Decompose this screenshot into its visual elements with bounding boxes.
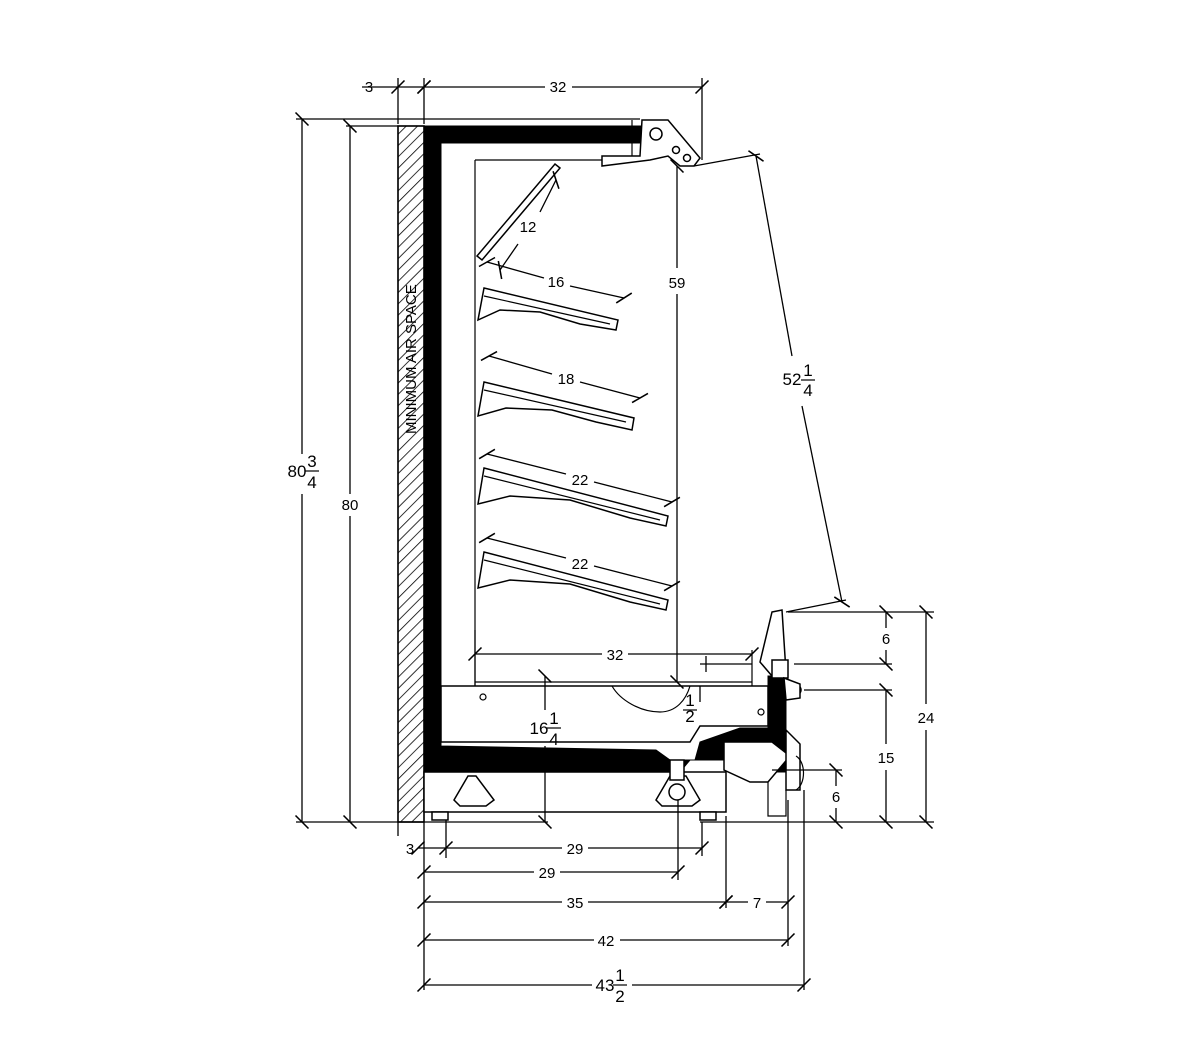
dim-overall-depth: 43 1 2 (596, 966, 627, 1006)
dim-top-depth: 32 (550, 79, 567, 96)
base-foot-left (453, 775, 496, 807)
dim-shelf-4: 22 (572, 556, 589, 573)
dim-top-wall-gap: 3 (365, 79, 373, 96)
wall-hatch (397, 125, 425, 823)
dim-deck-height: 16 1 4 (530, 709, 561, 749)
svg-text:1: 1 (615, 966, 624, 985)
svg-text:4: 4 (307, 473, 316, 492)
dim-base-42: 42 (598, 933, 615, 950)
svg-text:3: 3 (307, 452, 316, 471)
dim-overall-height-outer: 80 3 4 (288, 452, 319, 492)
case-back-wall (423, 125, 442, 747)
svg-text:52: 52 (783, 370, 802, 389)
shelf-3 (477, 467, 669, 527)
dim-interior-height: 59 (669, 275, 686, 292)
dim-base-29b: 29 (539, 865, 556, 882)
dim-shelf-top-angled: 12 (520, 219, 537, 236)
shelves (475, 162, 669, 611)
shelf-1 (476, 287, 619, 331)
svg-text:16: 16 (530, 719, 549, 738)
svg-text:2: 2 (685, 707, 694, 726)
case-body (423, 125, 787, 773)
dim-shelf-2: 18 (558, 371, 575, 388)
dim-front-opening: 52 1 4 (783, 361, 815, 400)
shelf-top-angled (475, 162, 562, 262)
svg-text:1: 1 (803, 361, 812, 380)
svg-text:43: 43 (596, 976, 615, 995)
dimensions: 3 32 80 3 4 80 MINIMUM AIR SPACE 12 16 1… (288, 78, 935, 1006)
svg-text:80: 80 (288, 462, 307, 481)
dim-shelf-3: 22 (572, 472, 589, 489)
shelf-4 (477, 551, 669, 611)
deck-and-base (423, 609, 805, 821)
label-minimum-air-space: MINIMUM AIR SPACE (403, 284, 420, 434)
dim-half-inch: 1 2 (683, 691, 697, 726)
deck-pan (440, 685, 769, 743)
svg-text:4: 4 (549, 730, 558, 749)
dim-base-29a: 29 (567, 841, 584, 858)
dim-base-35: 35 (567, 895, 584, 912)
bottom-pan (423, 727, 773, 773)
dim-base-wall-gap: 3 (406, 841, 414, 858)
dim-overall-height-inner: 80 (342, 497, 359, 514)
svg-text:1: 1 (685, 691, 694, 710)
svg-text:1: 1 (549, 709, 558, 728)
dim-front-total: 24 (918, 710, 935, 727)
dim-deck-depth: 32 (607, 647, 624, 664)
wall-section (397, 125, 425, 823)
canopy-top (423, 125, 643, 144)
dim-base-7: 7 (753, 895, 761, 912)
svg-text:4: 4 (803, 381, 812, 400)
svg-text:2: 2 (615, 987, 624, 1006)
dim-front-top: 6 (882, 631, 890, 648)
dim-front-mid: 15 (878, 750, 895, 767)
canopy-light-fixture (601, 119, 701, 167)
dim-front-bottom: 6 (832, 789, 840, 806)
dim-shelf-1: 16 (548, 274, 565, 291)
shelf-2 (477, 381, 635, 431)
